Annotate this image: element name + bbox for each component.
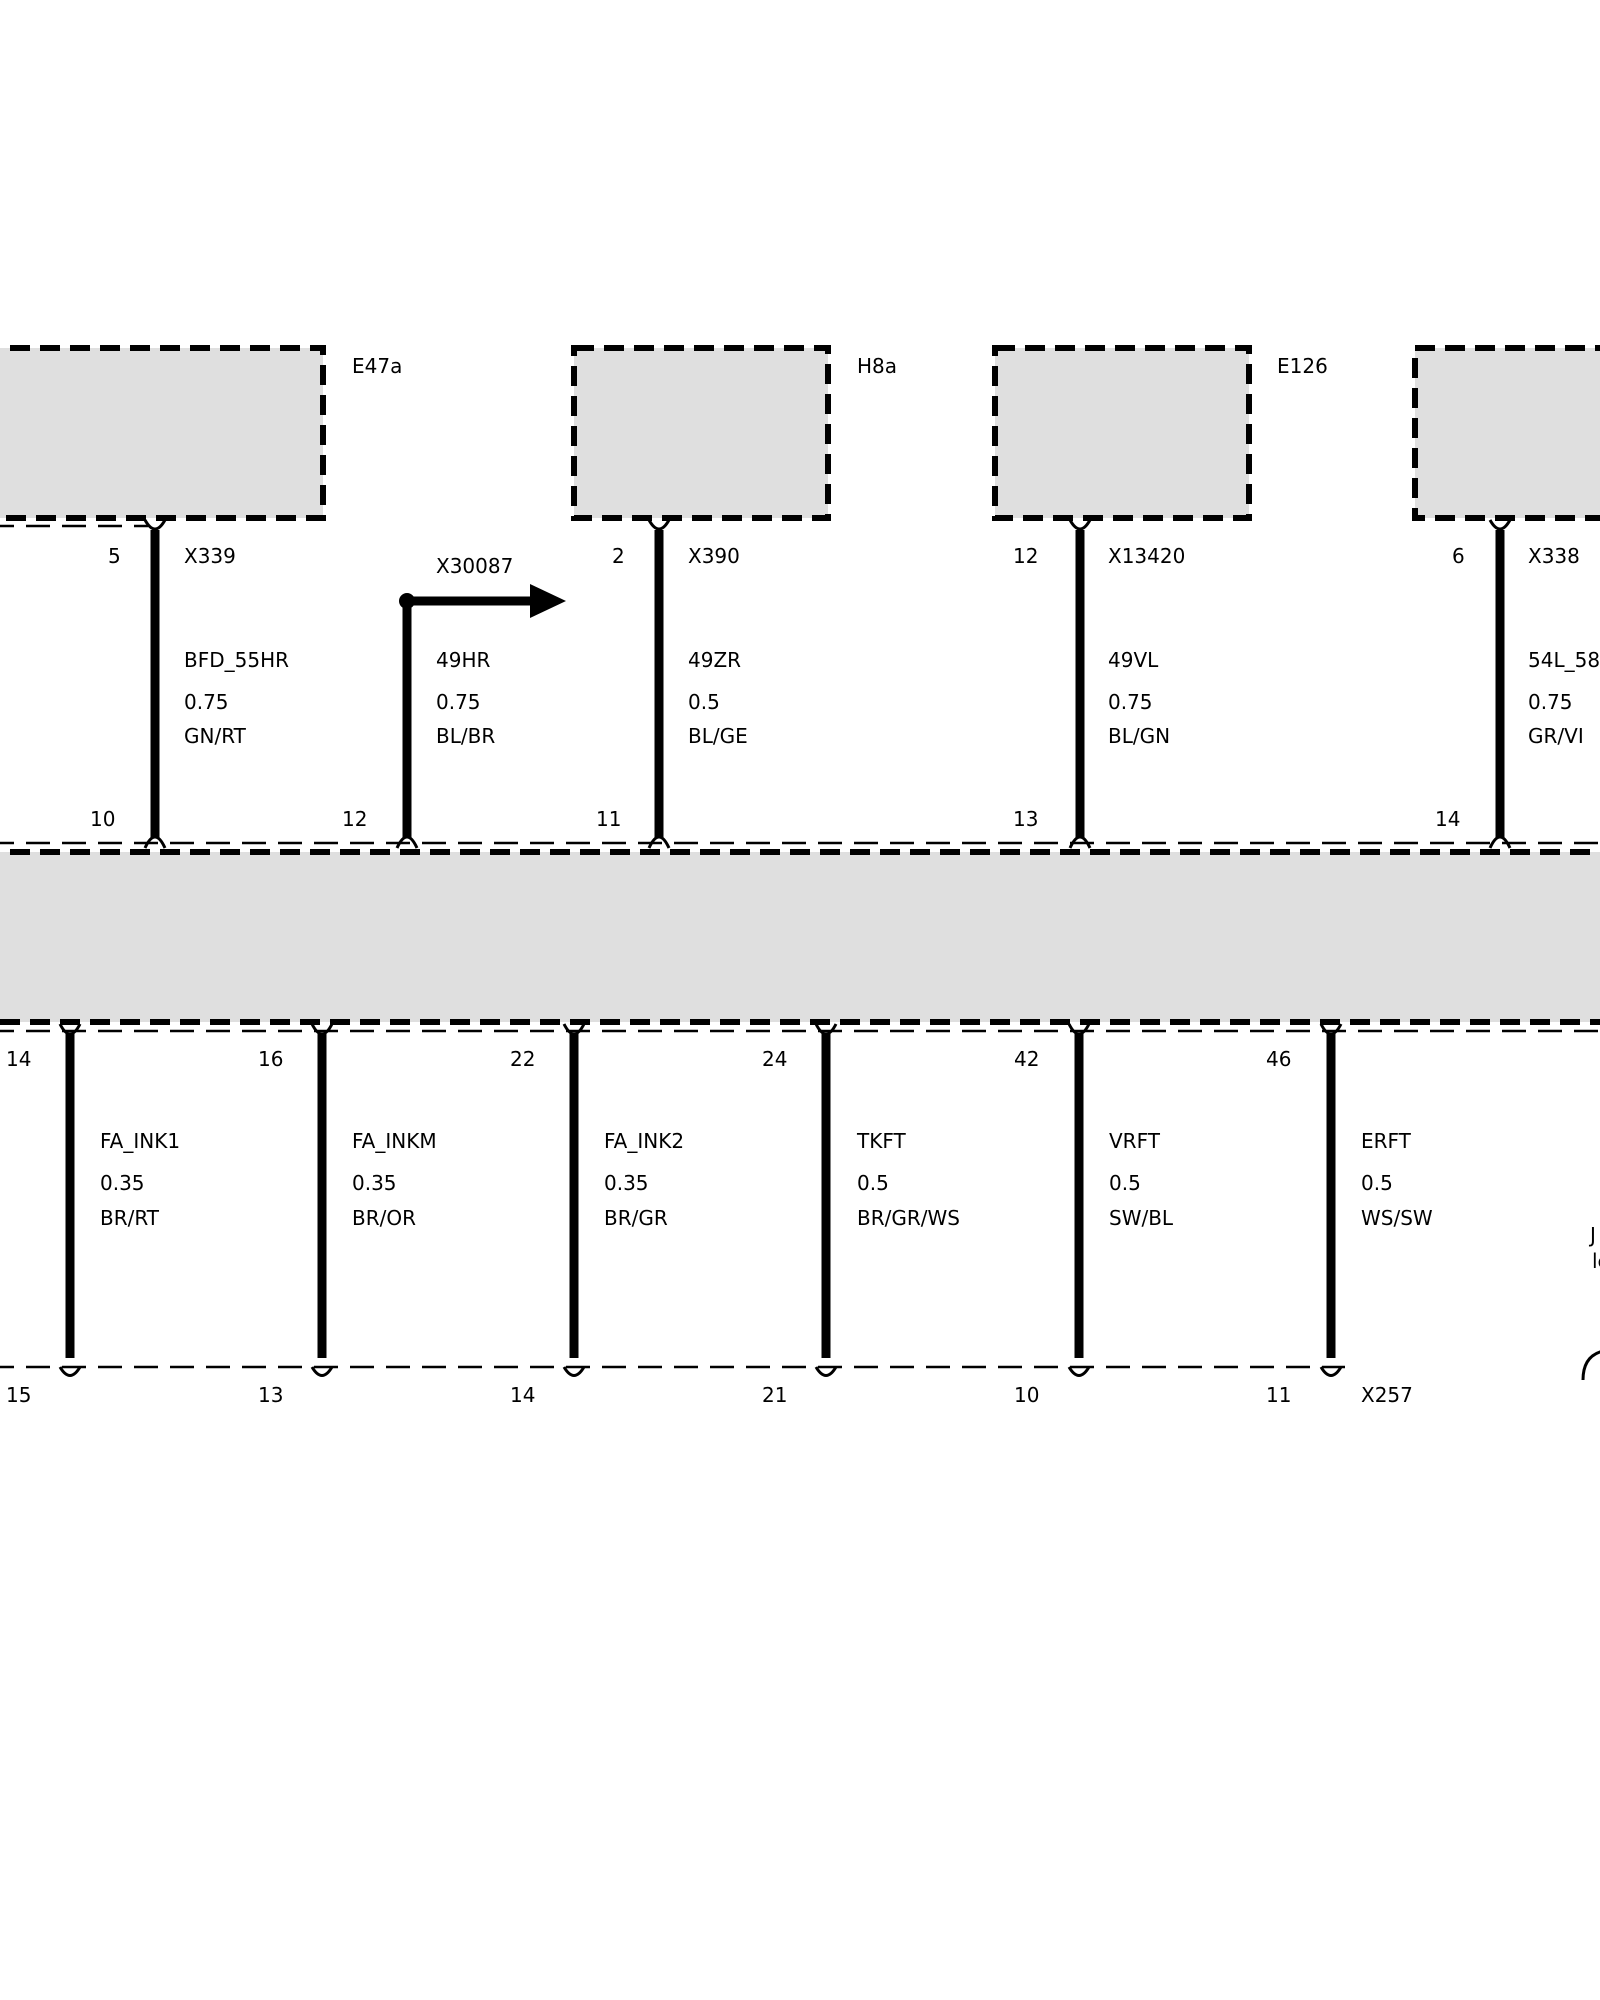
- signal-49zr: 49ZR: [688, 648, 741, 672]
- top-pin-tkft: 24: [762, 1047, 787, 1071]
- curve-fragment: [1581, 1350, 1600, 1381]
- bottom-pin-x390: 11: [596, 807, 621, 831]
- color-54l58l: GR/VI: [1528, 724, 1584, 748]
- signal-49vl: 49VL: [1108, 648, 1159, 672]
- top-pin-x390: 2: [612, 544, 625, 568]
- color-vrft: SW/BL: [1109, 1206, 1174, 1230]
- pin-connector: [58, 1366, 82, 1377]
- signal-vrft: VRFT: [1109, 1129, 1161, 1153]
- size-54l58l: 0.75: [1528, 690, 1573, 714]
- top-pin-fa-ink2: 22: [510, 1047, 535, 1071]
- bottom-pin-49hr: 12: [342, 807, 367, 831]
- color-erft: WS/SW: [1361, 1206, 1433, 1230]
- component-label-e126: E126: [1277, 354, 1328, 378]
- pin-connector: [310, 1366, 334, 1377]
- signal-49hr: 49HR: [436, 648, 490, 672]
- connector-x390: X390: [688, 544, 740, 568]
- bottom-pin-fa-ink2: 14: [510, 1383, 535, 1407]
- component-box-e126: [992, 345, 1252, 521]
- bottom-pin-x338: 14: [1435, 807, 1460, 831]
- size-fa-ink1: 0.35: [100, 1171, 145, 1195]
- top-pin-x13420: 12: [1013, 544, 1038, 568]
- bottom-pin-vrft: 10: [1014, 1383, 1039, 1407]
- connector-x257: X257: [1361, 1383, 1413, 1407]
- bottom-pin-x339: 10: [90, 807, 115, 831]
- signal-tkft: TKFT: [856, 1129, 906, 1153]
- bottom-pin-tkft: 21: [762, 1383, 787, 1407]
- top-pin-fa-ink1: 14: [6, 1047, 31, 1071]
- pin-connector: [310, 1023, 334, 1036]
- pin-connector: [1067, 1023, 1091, 1036]
- signal-fa-inkm: FA_INKM: [352, 1129, 437, 1153]
- color-bfd55hr: GN/RT: [184, 724, 247, 748]
- size-erft: 0.5: [1361, 1171, 1393, 1195]
- color-fa-ink1: BR/RT: [100, 1206, 160, 1230]
- size-fa-ink2: 0.35: [604, 1171, 649, 1195]
- bottom-pin-fa-inkm: 13: [258, 1383, 283, 1407]
- bottom-pin-x13420: 13: [1013, 807, 1038, 831]
- pin-connector: [1319, 1023, 1343, 1036]
- bottom-pin-erft: 11: [1266, 1383, 1291, 1407]
- color-49zr: BL/GE: [688, 724, 748, 748]
- pin-connector: [1068, 835, 1092, 849]
- pin-connector: [1067, 1366, 1091, 1377]
- arrow-right-icon: [530, 584, 566, 618]
- pin-connector: [58, 1023, 82, 1036]
- component-box-right: [1412, 345, 1600, 521]
- pin-connector: [562, 1366, 586, 1377]
- signal-bfd55hr: BFD_55HR: [184, 648, 289, 672]
- signal-fa-ink1: FA_INK1: [100, 1129, 180, 1153]
- pin-connector: [143, 835, 167, 849]
- connector-x13420: X13420: [1108, 544, 1185, 568]
- connector-x30087: X30087: [436, 554, 513, 578]
- color-49vl: BL/GN: [1108, 724, 1170, 748]
- size-tkft: 0.5: [857, 1171, 889, 1195]
- pin-connector: [814, 1023, 838, 1036]
- size-49hr: 0.75: [436, 690, 481, 714]
- pin-connector: [647, 835, 671, 849]
- signal-fa-ink2: FA_INK2: [604, 1129, 684, 1153]
- component-box-h8a: [571, 345, 831, 521]
- color-tkft: BR/GR/WS: [857, 1206, 960, 1230]
- pin-connector: [647, 519, 671, 531]
- pin-connector: [1488, 519, 1512, 531]
- size-bfd55hr: 0.75: [184, 690, 229, 714]
- pin-connector: [1488, 835, 1512, 849]
- size-fa-inkm: 0.35: [352, 1171, 397, 1195]
- component-label-e47a: E47a: [352, 354, 402, 378]
- color-fa-ink2: BR/GR: [604, 1206, 668, 1230]
- color-49hr: BL/BR: [436, 724, 495, 748]
- color-fa-inkm: BR/OR: [352, 1206, 416, 1230]
- pin-connector: [395, 835, 419, 849]
- edge-text-line2: le: [1592, 1249, 1600, 1273]
- size-49vl: 0.75: [1108, 690, 1153, 714]
- pin-connector: [1319, 1366, 1343, 1377]
- top-pin-x339: 5: [108, 544, 121, 568]
- size-vrft: 0.5: [1109, 1171, 1141, 1195]
- signal-erft: ERFT: [1361, 1129, 1412, 1153]
- top-pin-erft: 46: [1266, 1047, 1291, 1071]
- control-unit-box: [0, 849, 1600, 1025]
- edge-text-line1: J: [1588, 1223, 1596, 1247]
- component-label-h8a: H8a: [857, 354, 897, 378]
- component-box-e47a: [0, 345, 326, 521]
- pin-connector: [143, 519, 167, 531]
- size-49zr: 0.5: [688, 690, 720, 714]
- signal-54l58l: 54L_58L: [1528, 648, 1600, 672]
- pin-connector: [562, 1023, 586, 1036]
- bottom-pin-fa-ink1: 15: [6, 1383, 31, 1407]
- pin-connector: [1068, 519, 1092, 531]
- top-pin-x338: 6: [1452, 544, 1465, 568]
- top-pin-fa-inkm: 16: [258, 1047, 283, 1071]
- connector-x339: X339: [184, 544, 236, 568]
- pin-connector: [814, 1366, 838, 1377]
- connector-x338: X338: [1528, 544, 1580, 568]
- top-pin-vrft: 42: [1014, 1047, 1039, 1071]
